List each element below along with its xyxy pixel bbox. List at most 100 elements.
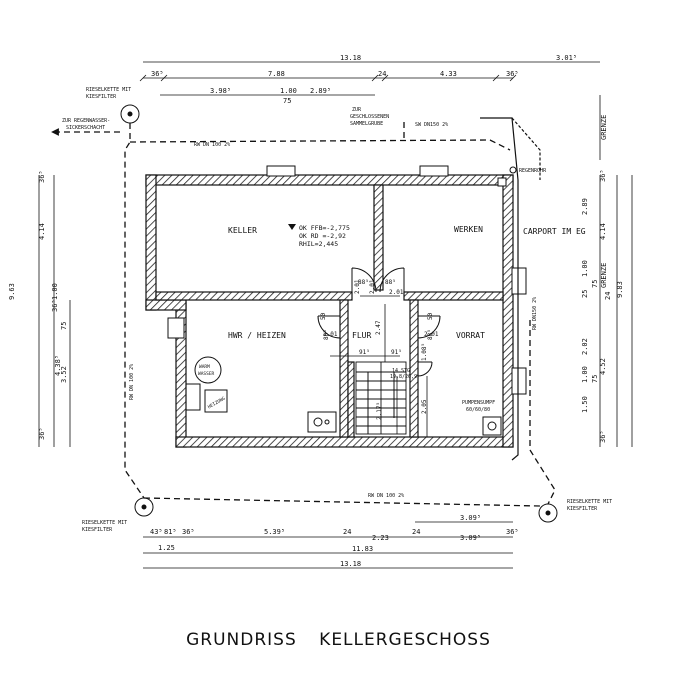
label-sammel-2: GESCHLOSSENEN	[350, 114, 389, 120]
regenrohr-icon	[509, 166, 517, 174]
label-regenwasser-2: SICKERSCHACHT	[66, 125, 105, 131]
dim-left-4: 75	[60, 322, 68, 330]
dim-top-8: 1.00	[280, 87, 297, 95]
door-keller	[351, 267, 377, 293]
dim-interior-0: 88⁵	[358, 279, 369, 286]
label-sammel-1: ZUR	[352, 107, 362, 113]
dim-right-11: 75	[591, 375, 599, 383]
level-rhil: RHIL=2,445	[299, 240, 338, 248]
dim-top-6: 36⁵	[506, 70, 519, 78]
door-flur-bottom	[417, 361, 433, 377]
label-riesel-br-2: KIESFILTER	[567, 506, 598, 512]
room-label-keller: KELLER	[228, 226, 257, 235]
room-label-flur: FLUR	[352, 331, 371, 340]
label-stairs-count: 14 STG	[392, 368, 410, 374]
dim-right-6: 24	[604, 292, 612, 300]
label-pipe-right: RW DN150 2%	[532, 297, 538, 330]
dim-left-8: 36⁵	[38, 427, 46, 440]
pipe-bottom	[143, 497, 541, 507]
dim-left-6: 4.38⁵	[54, 355, 62, 376]
dim-right-10: 1.50	[581, 396, 589, 413]
dim-top-7: 3.98⁵	[210, 87, 231, 95]
dim-top-9: 75	[283, 97, 291, 105]
label-heizung: HEIZUNG	[207, 396, 227, 411]
dim-left-0: 9.63	[8, 283, 16, 300]
room-label-hwr: HWR / HEIZEN	[228, 331, 286, 340]
regenrohr-box	[497, 177, 507, 187]
dim-interior-1: 2.01	[354, 279, 361, 294]
doors	[317, 267, 441, 377]
dim-bottom-8: 2.23	[372, 534, 389, 542]
door-werken	[379, 267, 405, 293]
level-marker-icon	[288, 224, 296, 230]
dim-interior-8: 88⁵	[427, 329, 434, 340]
dim-interior-15: 50	[320, 312, 327, 320]
dim-right-1: 2.89	[581, 198, 589, 215]
pumpensumpf-icon	[482, 416, 502, 436]
dim-left-2: 4.14	[38, 223, 46, 240]
pipe-top	[129, 139, 511, 151]
dim-left-3: 36⁵	[51, 299, 59, 312]
dim-right-7: 2.02	[581, 338, 589, 355]
drainage-lines	[51, 120, 556, 507]
label-wasser: WASSER	[198, 371, 215, 377]
dim-interior-10: 91⁵	[359, 349, 370, 356]
wall-outer-left-upper	[145, 174, 157, 311]
dim-interior-12: 2.17⁵	[376, 402, 383, 420]
door-vorrat	[417, 315, 441, 339]
label-pipe-left: RW DN 100 2%	[129, 364, 135, 400]
room-label-vorrat: VORRAT	[456, 331, 485, 340]
boundary-lines	[480, 117, 541, 461]
dim-bottom-12: 13.18	[340, 560, 361, 568]
warmwasser-tank-icon	[194, 356, 222, 384]
label-regenrohr: REGENROHR	[519, 168, 547, 174]
dim-bottom-1: 81⁵	[164, 528, 177, 536]
dim-right-3: 1.00	[581, 260, 589, 277]
room-label-werken: WERKEN	[454, 225, 483, 234]
wall-flur-vorrat	[409, 299, 419, 438]
dim-bottom-0: 43⁵	[150, 528, 163, 536]
wall-hwr-flur	[339, 299, 349, 438]
dim-bottom-3: 5.39⁵	[264, 528, 285, 536]
dim-interior-16: 50	[427, 312, 434, 320]
dim-right-9: 4.52	[599, 358, 607, 375]
title-word-kellergeschoss: KELLERGESCHOSS	[319, 630, 491, 650]
dim-right-13: 36⁵	[599, 430, 607, 443]
dim-bottom-5: 24	[412, 528, 420, 536]
dim-interior-6: 88⁵	[323, 329, 330, 340]
dim-right-4: 25	[581, 290, 589, 298]
dim-interior-11: 91⁵	[391, 349, 402, 356]
dim-bottom-6: 3.09⁵	[460, 514, 481, 522]
hwr-bench	[185, 383, 201, 411]
label-warm: WARM	[199, 364, 210, 370]
dim-interior-3: 2.01	[369, 279, 376, 294]
dim-top-5: 4.33	[440, 70, 457, 78]
dim-right-0: 36⁵	[599, 169, 607, 182]
window-werken	[419, 165, 449, 177]
dim-top-10: 2.89⁵	[310, 87, 331, 95]
label-pipe-top: RW DN 100 2%	[194, 142, 230, 148]
label-pumpensumpf-size: 60/60/80	[466, 407, 490, 413]
label-pipe-sw: SW DN150 2%	[415, 122, 448, 128]
door-hwr	[317, 315, 341, 339]
level-ok-ffb: OK FFB=-2,775	[299, 224, 350, 232]
wall-left-step	[145, 299, 187, 311]
wall-outer-bottom	[175, 436, 514, 448]
dim-bottom-2: 36⁵	[182, 528, 195, 536]
dim-interior-14: 1.08⁵	[421, 343, 428, 361]
dim-right-12: 9.83	[616, 281, 624, 298]
dim-bottom-11: 11.83	[352, 545, 373, 553]
label-riesel-bl-2: KIESFILTER	[82, 527, 113, 533]
wall-werken-bottom	[403, 291, 504, 301]
page-title: GRUNDRISS KELLERGESCHOSS	[0, 630, 677, 650]
window-keller	[266, 165, 296, 177]
dim-right-8: 1.00	[581, 366, 589, 383]
dim-left-7: 3.52	[60, 366, 68, 383]
pipe-left	[124, 123, 145, 499]
dim-top-2: 36⁵	[151, 70, 164, 78]
pipe-right	[529, 320, 556, 505]
label-riesel-tl-1: RIESELKETTE MIT	[86, 87, 131, 93]
dim-right-5: 75	[591, 280, 599, 288]
